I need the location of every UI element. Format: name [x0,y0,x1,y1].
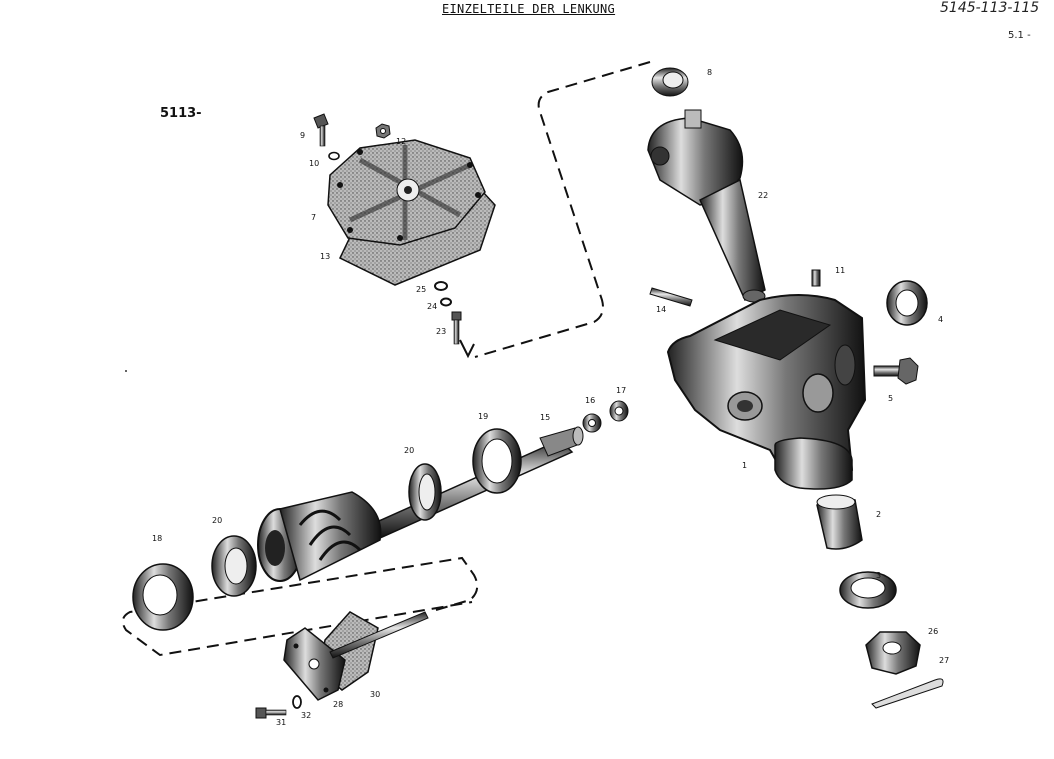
castle-nut-26 [865,631,921,675]
washer-24 [440,297,452,307]
group-number: 5113- [160,106,202,121]
bushing-2 [816,494,863,550]
callout-19: 19 [478,412,489,421]
sheet-number: 5.1 - [1008,30,1031,41]
ball-nut-assembly [257,491,382,582]
bolt-23 [451,311,462,345]
callout-20-upper: 20 [404,446,415,455]
bolt-31 [255,707,287,719]
callout-26: 26 [928,627,939,636]
callout-27: 27 [939,656,950,665]
callout-5: 5 [888,394,894,403]
washer-25 [434,281,448,291]
bearing-ring-4 [886,280,928,326]
split-pin-27 [871,678,944,709]
callout-22: 22 [758,191,769,200]
pin-11 [811,269,821,287]
bolt-5 [873,357,919,385]
callout-31: 31 [276,718,287,727]
callout-28: 28 [333,700,344,709]
callout-16: 16 [585,396,596,405]
drawing-title: EINZELTEILE DER LENKUNG [442,2,616,16]
callout-23: 23 [436,327,447,336]
end-cover-28 [283,627,346,701]
callout-2: 2 [876,510,882,519]
stray-mark [125,370,127,372]
callout-12: 12 [396,137,407,146]
tie-rod [329,611,429,659]
callout-30: 30 [370,690,381,699]
callout-24: 24 [427,302,438,311]
callout-15: 15 [540,413,551,422]
callout-7: 7 [311,213,317,222]
callout-17: 17 [616,386,627,395]
nut-16 [582,413,602,433]
pin-14 [649,287,693,307]
bearing-ring-18 [132,563,194,631]
bolt-9 [313,113,329,147]
callout-13: 13 [320,252,331,261]
nut-17 [609,400,629,422]
callout-20-lower: 20 [212,516,223,525]
washer-10 [328,151,340,161]
callout-3: 3 [876,571,882,580]
needle-bearing-8 [651,67,689,97]
housing-cover-7 [327,139,486,246]
callout-18: 18 [152,534,163,543]
callout-25: 25 [416,285,427,294]
callout-11: 11 [835,266,846,275]
assembly-guide-arrow-top [459,339,475,359]
callout-10: 10 [309,159,320,168]
assembly-guide-bottom [121,556,479,657]
washer-32 [292,695,302,709]
document-number: 5145-113-115 [940,0,1040,16]
assembly-guide-top [474,61,651,358]
bearing-20-upper [408,463,442,521]
sector-shaft-22 [647,109,766,303]
bearing-20-lower [211,535,257,597]
callout-14: 14 [656,305,667,314]
steering-housing-1 [666,294,867,490]
callout-32: 32 [301,711,312,720]
callout-4: 4 [938,315,944,324]
ring-19 [472,428,522,494]
bearing-3 [839,571,897,609]
callout-8: 8 [707,68,713,77]
callout-9: 9 [300,131,306,140]
nut-12 [375,123,391,139]
callout-1: 1 [742,461,748,470]
